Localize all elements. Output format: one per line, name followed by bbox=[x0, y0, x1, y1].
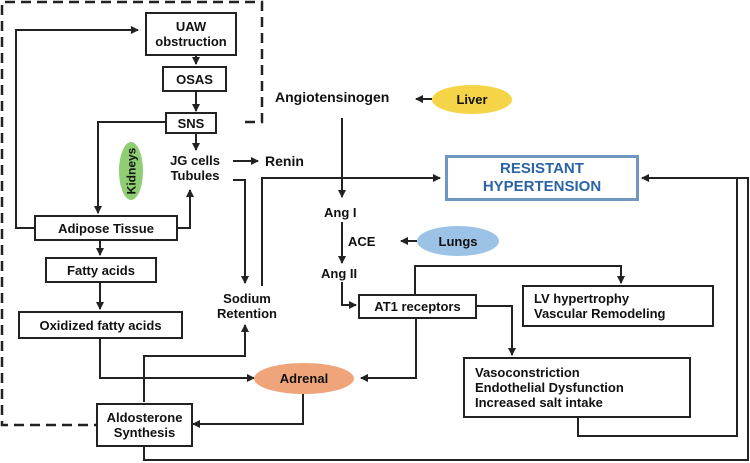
adipose-tissue-label: Adipose Tissue bbox=[58, 220, 154, 236]
arrow-adipose-to-jg bbox=[176, 189, 194, 229]
fatty-acids-box: Fatty acids bbox=[45, 257, 157, 283]
ang-i-label: Ang I bbox=[324, 205, 357, 220]
resistant-hypertension-label: RESISTANT HYPERTENSION bbox=[482, 160, 602, 195]
oxidized-fatty-acids-label: Oxidized fatty acids bbox=[39, 317, 162, 333]
aldosterone-synthesis-box: Aldosterone Synthesis bbox=[96, 403, 193, 447]
kidneys-label: Kidneys bbox=[124, 147, 138, 195]
arrow-vaso-to-resistant bbox=[577, 178, 738, 437]
arrow-sns-to-adipose bbox=[94, 121, 165, 214]
osas-label: OSAS bbox=[176, 71, 213, 87]
arrow-aldosterone-to-sodium bbox=[143, 324, 249, 402]
oxidized-fatty-acids-box: Oxidized fatty acids bbox=[18, 311, 183, 339]
sns-label: SNS bbox=[177, 115, 205, 131]
arrow-oxidized-to-adrenal bbox=[99, 337, 255, 382]
vasoconstriction-label: Vasoconstriction Endothelial Dysfunction… bbox=[475, 365, 624, 410]
lungs-ellipse: Lungs bbox=[417, 226, 499, 256]
kidneys-ellipse: Kidneys bbox=[119, 142, 143, 200]
sodium-retention-label: Sodium Retention bbox=[217, 291, 277, 321]
aldosterone-synthesis-label: Aldosterone Synthesis bbox=[106, 410, 183, 440]
arrow-angii-to-at1 bbox=[341, 282, 357, 309]
sns-box: SNS bbox=[165, 112, 217, 134]
arrow-sodium-to-resistant bbox=[261, 174, 441, 286]
arrow-aldosterone-to-resistant bbox=[143, 174, 749, 461]
arrow-at1-to-vaso bbox=[477, 305, 516, 356]
arrow-adrenal-to-aldosterone bbox=[192, 392, 304, 428]
dashed-boundary bbox=[0, 0, 264, 427]
arrow-jg-to-sodium bbox=[233, 179, 249, 284]
angiotensinogen-label: Angiotensinogen bbox=[275, 89, 390, 105]
fatty-acids-label: Fatty acids bbox=[67, 262, 135, 278]
lv-hypertrophy-label: LV hypertrophy Vascular Remodeling bbox=[534, 291, 666, 321]
liver-ellipse: Liver bbox=[432, 85, 512, 114]
adipose-tissue-box: Adipose Tissue bbox=[34, 215, 178, 241]
arrow-at1-to-lv bbox=[414, 265, 625, 296]
lungs-label: Lungs bbox=[438, 233, 478, 249]
adrenal-ellipse: Adrenal bbox=[254, 363, 354, 394]
arrow-at1-to-adrenal bbox=[360, 317, 417, 382]
at1-receptors-label: AT1 receptors bbox=[374, 299, 461, 314]
lv-hypertrophy-box: LV hypertrophy Vascular Remodeling bbox=[522, 285, 714, 327]
uaw-obstruction-label: UAW obstruction bbox=[155, 19, 227, 49]
adrenal-label: Adrenal bbox=[279, 371, 329, 386]
liver-label: Liver bbox=[456, 92, 488, 107]
vasoconstriction-box: Vasoconstriction Endothelial Dysfunction… bbox=[463, 357, 691, 418]
ace-label: ACE bbox=[348, 234, 376, 249]
jg-cells-label: JG cells Tubules bbox=[170, 153, 220, 183]
ang-ii-label: Ang II bbox=[321, 266, 358, 281]
uaw-obstruction-box: UAW obstruction bbox=[145, 12, 237, 56]
at1-receptors-box: AT1 receptors bbox=[358, 294, 477, 319]
osas-box: OSAS bbox=[162, 66, 227, 92]
arrow-adipose-to-uaw bbox=[15, 26, 139, 229]
renin-label: Renin bbox=[265, 153, 304, 169]
resistant-hypertension-box: RESISTANT HYPERTENSION bbox=[445, 155, 639, 201]
